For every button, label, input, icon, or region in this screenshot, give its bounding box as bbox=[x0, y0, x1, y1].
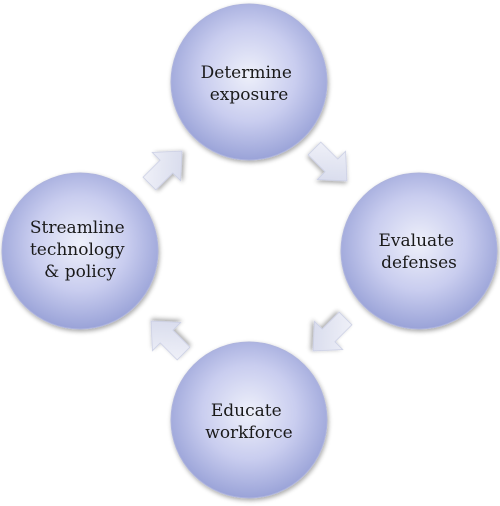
node-label-line: Determine bbox=[201, 63, 292, 83]
arrow-down-left-icon bbox=[312, 311, 353, 352]
node-label-line: Evaluate bbox=[379, 231, 455, 251]
node-label-line: & policy bbox=[44, 262, 116, 282]
node-streamline-technology-policy: Streamline technology & policy bbox=[1, 172, 159, 330]
node-label-line: Streamline bbox=[30, 218, 125, 238]
node-label-line: workforce bbox=[205, 423, 292, 443]
node-label-line: defenses bbox=[381, 253, 457, 273]
svg-text:Evaluate defenses: Evaluate defenses bbox=[379, 231, 460, 273]
node-label-line: Educate bbox=[211, 401, 282, 421]
node-determine-exposure: Determine exposure bbox=[170, 3, 328, 161]
arrow-up-left-icon bbox=[150, 320, 191, 361]
svg-text:Educate workforce: Educate workforce bbox=[205, 401, 292, 443]
node-label-line: technology bbox=[30, 240, 125, 260]
svg-text:Streamline technology: Streamline technology & policy bbox=[30, 218, 130, 282]
arrow-up-right-icon bbox=[142, 150, 183, 191]
node-evaluate-defenses: Evaluate defenses bbox=[340, 172, 498, 330]
node-educate-workforce: Educate workforce bbox=[170, 341, 328, 499]
arrow-down-right-icon bbox=[307, 141, 348, 182]
svg-text:Determine exposure: Determine exposure bbox=[201, 63, 298, 105]
node-label-line: exposure bbox=[210, 85, 289, 105]
